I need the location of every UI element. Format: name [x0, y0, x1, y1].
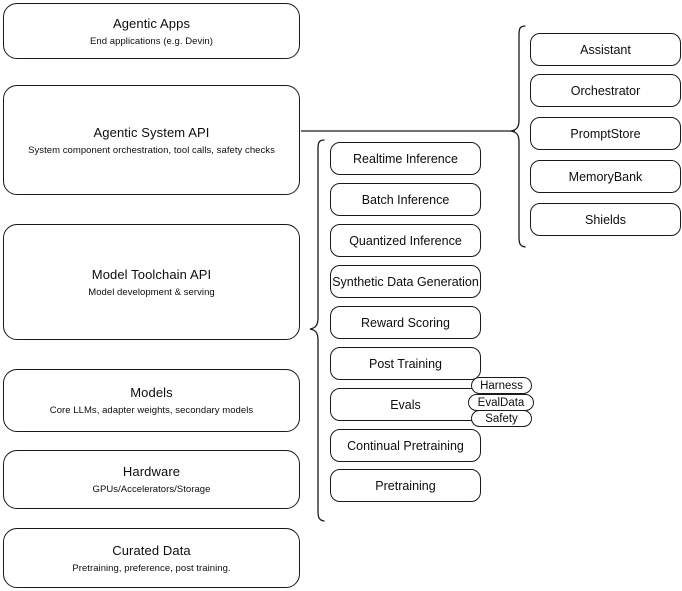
chip-label: PromptStore	[570, 126, 641, 141]
layer-subtitle: Core LLMs, adapter weights, secondary mo…	[49, 405, 254, 416]
layer-subtitle: End applications (e.g. Devin)	[90, 35, 213, 47]
chip-label: Continual Pretraining	[347, 438, 464, 453]
chip-label: Reward Scoring	[361, 315, 450, 330]
chip-label: Batch Inference	[361, 192, 450, 207]
chip-label: Realtime Inference	[353, 151, 458, 166]
toolchain-chip-quantized-inference[interactable]: Quantized Inference	[330, 224, 481, 257]
layer-title: Models	[130, 385, 173, 400]
layer-box-models[interactable]: Models Core LLMs, adapter weights, secon…	[3, 369, 300, 432]
system-chip-assistant[interactable]: Assistant	[530, 33, 681, 66]
toolchain-chip-pretraining[interactable]: Pretraining	[330, 469, 481, 502]
chip-label: Evals	[390, 397, 421, 412]
toolchain-chip-evals[interactable]: Evals	[330, 388, 481, 421]
layer-box-agentic-apps[interactable]: Agentic Apps End applications (e.g. Devi…	[3, 3, 300, 59]
layer-subtitle: Model development & serving	[88, 286, 215, 298]
eval-badge-label: Safety	[485, 412, 518, 425]
system-api-connector-line	[300, 124, 516, 138]
toolchain-chip-reward-scoring[interactable]: Reward Scoring	[330, 306, 481, 339]
eval-badge-evaldata[interactable]: EvalData	[468, 394, 534, 411]
layer-subtitle: System component orchestration, tool cal…	[28, 144, 275, 156]
chip-label: MemoryBank	[568, 169, 643, 184]
layer-title: Agentic Apps	[112, 15, 191, 31]
system-components-brace	[509, 24, 527, 250]
system-chip-promptstore[interactable]: PromptStore	[530, 117, 681, 150]
layer-title: Model Toolchain API	[91, 266, 212, 282]
layer-title: Curated Data	[112, 542, 191, 558]
toolchain-chip-batch-inference[interactable]: Batch Inference	[330, 183, 481, 216]
eval-badge-label: Harness	[480, 379, 523, 392]
layer-title: Hardware	[122, 464, 181, 479]
eval-badge-harness[interactable]: Harness	[471, 377, 532, 394]
system-chip-memorybank[interactable]: MemoryBank	[530, 160, 681, 193]
layer-box-agentic-system-api[interactable]: Agentic System API System component orch…	[3, 85, 300, 195]
toolchain-chip-synthetic-data-generation[interactable]: Synthetic Data Generation	[330, 265, 481, 298]
eval-badge-label: EvalData	[477, 396, 525, 409]
system-chip-shields[interactable]: Shields	[530, 203, 681, 236]
toolchain-chip-realtime-inference[interactable]: Realtime Inference	[330, 142, 481, 175]
chip-label: Assistant	[580, 42, 631, 57]
layer-box-hardware[interactable]: Hardware GPUs/Accelerators/Storage	[3, 450, 300, 509]
chip-label: Quantized Inference	[349, 233, 462, 248]
chip-label: Orchestrator	[570, 83, 641, 98]
layer-box-curated-data[interactable]: Curated Data Pretraining, preference, po…	[3, 528, 300, 588]
chip-label: Post Training	[369, 356, 442, 371]
eval-badge-safety[interactable]: Safety	[471, 410, 532, 427]
toolchain-brace	[308, 138, 326, 524]
chip-label: Shields	[585, 212, 626, 227]
layer-subtitle: Pretraining, preference, post training.	[72, 562, 231, 574]
layer-subtitle: GPUs/Accelerators/Storage	[92, 484, 211, 495]
toolchain-chip-continual-pretraining[interactable]: Continual Pretraining	[330, 429, 481, 462]
chip-label: Synthetic Data Generation	[332, 274, 479, 289]
layer-box-model-toolchain-api[interactable]: Model Toolchain API Model development & …	[3, 224, 300, 340]
system-chip-orchestrator[interactable]: Orchestrator	[530, 74, 681, 107]
toolchain-chip-post-training[interactable]: Post Training	[330, 347, 481, 380]
layer-title: Agentic System API	[93, 124, 210, 140]
chip-label: Pretraining	[375, 478, 436, 493]
